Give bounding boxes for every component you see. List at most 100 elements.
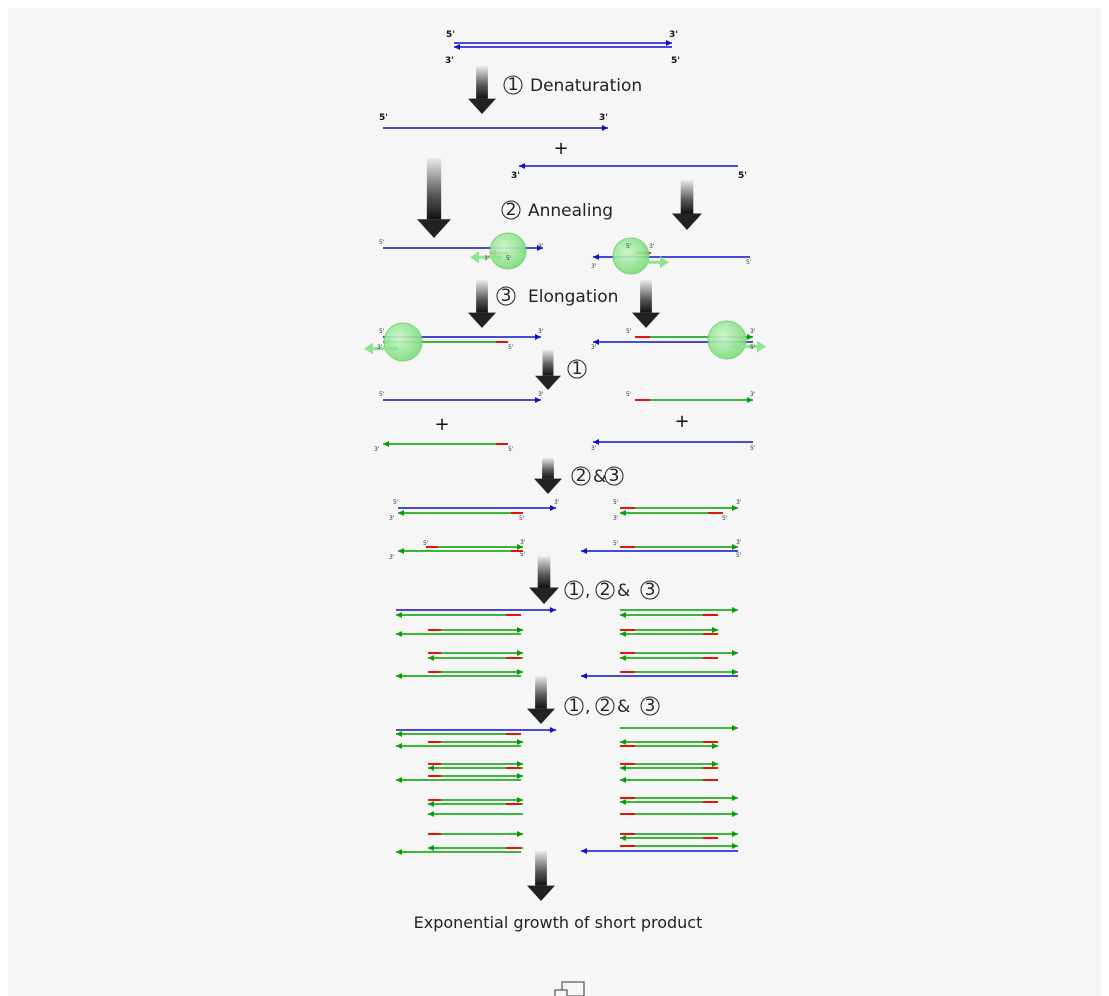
dna-strand — [428, 773, 523, 779]
strand-end-label: 3' — [511, 171, 520, 181]
dna-strand — [383, 125, 608, 131]
strand-end-label: 3' — [554, 499, 560, 506]
strand-arrowhead — [620, 777, 626, 783]
dna-strand — [620, 669, 738, 675]
process-arrow — [527, 676, 555, 724]
dna-strand — [620, 544, 738, 550]
dna-strand — [426, 544, 523, 550]
strand-arrowhead — [517, 650, 523, 656]
dna-strand — [398, 505, 556, 511]
svg-text:2: 2 — [600, 580, 611, 600]
svg-text:2: 2 — [576, 466, 587, 486]
strand-end-label: 3' — [389, 554, 395, 561]
dna-strand — [428, 739, 523, 745]
strand-end-label: 3' — [750, 391, 756, 398]
svg-text:,: , — [585, 697, 590, 717]
polymerase-enzyme — [612, 237, 669, 275]
label-cycle-1-2-3-b: 1 , 2 & 3 — [564, 696, 660, 717]
strand-end-label: 5' — [671, 56, 680, 66]
strand-end-label: 3' — [591, 445, 597, 452]
svg-text:&: & — [593, 467, 606, 487]
dna-strand — [519, 163, 738, 169]
dna-strand — [383, 441, 508, 447]
dna-strand — [454, 40, 672, 46]
dna-strand — [620, 510, 723, 516]
dna-strand — [581, 673, 738, 679]
label-cycle-2-3: 2 & 3 — [571, 466, 624, 487]
arrow-shaft — [535, 676, 547, 709]
strand-arrowhead — [550, 607, 556, 613]
svg-text:,: , — [585, 581, 590, 601]
arrow-shaft — [542, 458, 554, 479]
strand-arrowhead — [535, 397, 541, 403]
strand-end-label: 3' — [484, 255, 490, 262]
dna-strand — [396, 673, 521, 679]
strand-end-label: 5' — [746, 259, 752, 266]
polymerase-body — [612, 237, 650, 275]
dna-strand — [396, 743, 521, 749]
dna-strand — [428, 761, 523, 767]
polymerase-enzyme — [470, 232, 527, 270]
strand-arrowhead — [581, 848, 587, 854]
svg-text:1: 1 — [508, 75, 519, 95]
strand-end-label: 3' — [538, 243, 544, 250]
strand-end-label: 3' — [591, 344, 597, 351]
strand-arrowhead — [517, 544, 523, 550]
dna-strand — [428, 801, 523, 807]
strand-arrowhead — [398, 510, 404, 516]
dna-strand — [396, 612, 521, 618]
strand-arrowhead — [620, 765, 626, 771]
strand-arrowhead — [535, 334, 541, 340]
strand-arrowhead — [428, 811, 434, 817]
strand-arrowhead — [712, 761, 718, 767]
dna-strand — [620, 650, 738, 656]
arrow-shaft — [542, 350, 554, 376]
strand-arrowhead — [396, 631, 402, 637]
strand-end-label: 5' — [626, 243, 632, 250]
arrow-head — [529, 587, 559, 604]
strand-end-label: 3' — [389, 515, 395, 522]
arrow-head — [417, 219, 451, 238]
expand-icon[interactable] — [554, 981, 585, 996]
label-annealing: 2 Annealing — [501, 200, 613, 221]
dna-strand — [620, 739, 718, 745]
strand-arrowhead — [517, 773, 523, 779]
strand-arrowhead — [747, 334, 753, 340]
dna-strand — [620, 612, 718, 618]
svg-text:2: 2 — [600, 696, 611, 716]
arrow-head — [534, 478, 562, 494]
svg-text:1: 1 — [569, 696, 580, 716]
strand-end-label: 3' — [538, 328, 544, 335]
dna-strand — [428, 627, 523, 633]
strand-end-label: 3' — [377, 344, 383, 351]
strand-end-label: 5' — [626, 391, 632, 398]
strand-arrowhead — [732, 505, 738, 511]
strand-end-label: 5' — [520, 551, 526, 558]
dna-strand — [383, 397, 541, 403]
dna-strand — [620, 607, 738, 613]
strand-arrowhead — [732, 725, 738, 731]
strand-end-label: 3' — [538, 391, 544, 398]
strand-arrowhead — [396, 777, 402, 783]
svg-text:Annealing: Annealing — [528, 201, 613, 221]
polymerase-direction-head — [757, 340, 766, 353]
strand-arrowhead — [454, 44, 460, 50]
process-arrow — [529, 556, 559, 604]
strand-arrowhead — [732, 650, 738, 656]
process-arrow — [468, 66, 496, 114]
strand-end-label: 3' — [736, 499, 742, 506]
strand-arrowhead — [593, 339, 599, 345]
svg-text:Elongation: Elongation — [528, 287, 618, 307]
strand-end-label: 5' — [506, 255, 512, 262]
svg-text:2: 2 — [506, 200, 517, 220]
strand-end-label: 5' — [519, 515, 525, 522]
strand-arrowhead — [396, 612, 402, 618]
dna-strand — [428, 650, 523, 656]
strand-arrowhead — [396, 743, 402, 749]
dna-strand — [581, 548, 738, 554]
dna-strand — [620, 799, 718, 805]
dna-strand — [428, 811, 523, 817]
strand-end-label: 3' — [374, 446, 380, 453]
dna-strand — [620, 627, 718, 633]
strand-arrowhead — [602, 125, 608, 131]
